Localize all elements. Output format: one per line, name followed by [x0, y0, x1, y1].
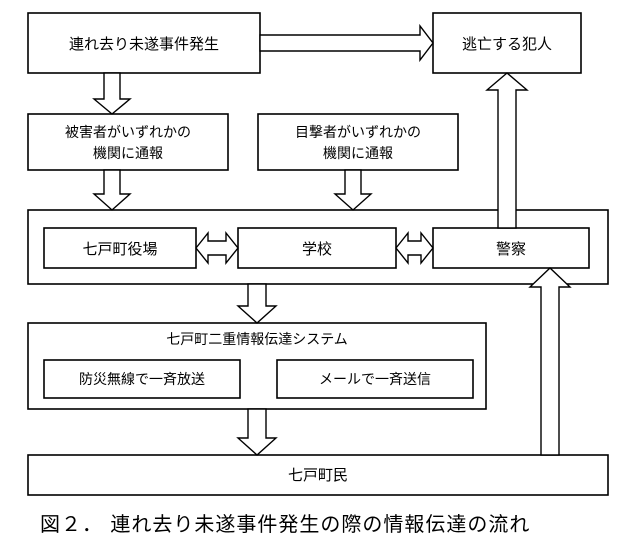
- school-label: 学校: [302, 240, 332, 258]
- radio-broadcast-label: 防災無線で一斉放送: [79, 372, 205, 388]
- arrow-residents-to-police: [528, 267, 572, 456]
- town-office-box: [43, 227, 197, 269]
- victim-report-box: [27, 113, 229, 171]
- arrow-victim-to-institutions: [92, 169, 132, 211]
- arrow-institutions-to-system: [236, 283, 278, 324]
- information-flow-diagram: 連れ去り未遂事件発生 逃亡する犯人 被害者がいずれかの 機関に通報 目撃者がいず…: [27, 12, 609, 496]
- witness-report-label-line1: 目撃者がいずれかの: [295, 125, 421, 141]
- victim-report-label-line1: 被害者がいずれかの: [65, 125, 191, 141]
- residents-box: [27, 454, 609, 496]
- incident-box: [27, 12, 261, 74]
- radio-broadcast-box: [43, 359, 241, 399]
- police-label: 警察: [496, 240, 526, 258]
- arrow-school-police-bidirectional: [395, 231, 434, 265]
- arrow-police-to-criminal: [485, 72, 529, 229]
- figure-caption: 図２． 連れ去り未遂事件発生の際の情報伝達の流れ: [40, 512, 531, 536]
- dual-system-label: 七戸町二重情報伝達システム: [166, 332, 348, 348]
- arrow-office-school-bidirectional: [195, 231, 239, 265]
- escaping-criminal-label: 逃亡する犯人: [462, 35, 552, 53]
- witness-report-label-line2: 機関に通報: [323, 146, 393, 162]
- arrow-system-to-residents: [236, 408, 278, 456]
- arrow-incident-to-criminal: [259, 23, 434, 63]
- arrow-witness-to-institutions: [333, 169, 373, 211]
- incident-label: 連れ去り未遂事件発生: [69, 35, 219, 53]
- escaping-criminal-box: [432, 12, 582, 74]
- school-box: [237, 227, 397, 269]
- town-office-label: 七戸町役場: [82, 240, 157, 258]
- witness-report-box: [257, 113, 459, 171]
- mail-send-box: [276, 359, 474, 399]
- residents-label: 七戸町民: [288, 466, 348, 484]
- mail-send-label: メールで一斉送信: [319, 372, 431, 388]
- victim-report-label-line2: 機関に通報: [93, 146, 163, 162]
- arrow-incident-to-victim: [92, 72, 132, 115]
